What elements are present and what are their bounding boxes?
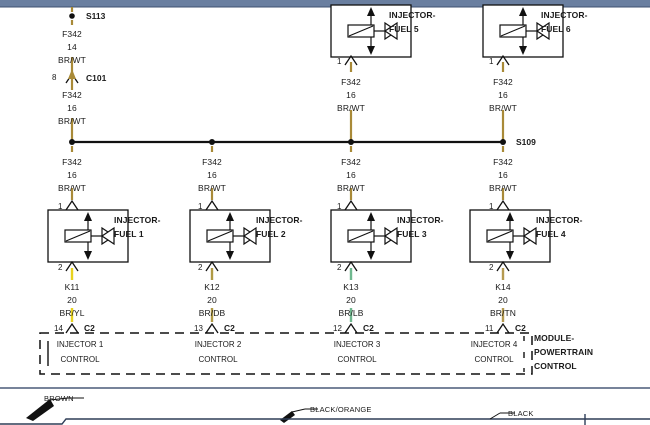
splice-label-s109: S109 (516, 137, 536, 147)
pcm-function-1-line1: INJECTOR 1 (56, 340, 104, 349)
connector-c101-label: C101 (86, 73, 107, 83)
wire-label-f342-14-circuit: F342 (62, 29, 82, 39)
pcm-function-4-line2: CONTROL (474, 355, 514, 364)
injector-fuel-2-pin-out: 2 (198, 263, 203, 272)
bus-feed-2-color: BR/WT (198, 183, 226, 193)
pcm-function-2-line2: CONTROL (198, 355, 238, 364)
wire-label-inj5-gauge: 16 (346, 90, 356, 100)
pcm-function-1-line2: CONTROL (60, 355, 100, 364)
pcm-pin-1: 14 (54, 324, 63, 333)
bus-feed-3-gauge: 16 (346, 170, 356, 180)
control-wire-1-gauge: 20 (67, 295, 77, 305)
wire-label-inj6-circuit: F342 (493, 77, 513, 87)
wire-label-f342-16l-circuit: F342 (62, 90, 82, 100)
wire-label-f342-14-gauge: 14 (67, 42, 77, 52)
bus-feed-4-gauge: 16 (498, 170, 508, 180)
pcm-function-4-line1: INJECTOR 4 (470, 340, 518, 349)
bus-feed-2-circuit: F342 (202, 157, 222, 167)
injector-fuel-2-label-1: INJECTOR- (256, 215, 303, 225)
injector-fuel-3-label-2: FUEL 3 (397, 229, 427, 239)
pcm-conn-4: C2 (515, 323, 526, 333)
pcm-function-3-line2: CONTROL (337, 355, 377, 364)
injector-fuel-3-pin-out: 2 (337, 263, 342, 272)
bus-feed-4-circuit: F342 (493, 157, 513, 167)
control-wire-3-color: BR/LB (338, 308, 364, 318)
pcm-conn-2: C2 (224, 323, 235, 333)
injector-fuel-1-label-1: INJECTOR- (114, 215, 161, 225)
connector-c101-pin: 8 (52, 73, 57, 82)
bus-feed-1-circuit: F342 (62, 157, 82, 167)
injector-fuel-1-pin-in: 1 (58, 202, 63, 211)
splice-dot-s109 (500, 139, 506, 145)
pcm-function-2-line1: INJECTOR 2 (194, 340, 242, 349)
bus-feed-2-gauge: 16 (207, 170, 217, 180)
legend-brown-label: BROWN (44, 394, 74, 403)
pcm-conn-1: C2 (84, 323, 95, 333)
splice-dot-s113 (69, 13, 75, 19)
wire-label-f342-14-color: BR/WT (58, 55, 86, 65)
pcm-pin-3: 12 (333, 324, 342, 333)
injector-fuel-5-label-2: FUEL 5 (389, 24, 419, 34)
injector-fuel-4-label-1: INJECTOR- (536, 215, 583, 225)
splice-dot-bus-1 (69, 139, 75, 145)
control-wire-2-gauge: 20 (207, 295, 217, 305)
injector-fuel-4-label-2: FUEL 4 (536, 229, 566, 239)
injector-fuel-4-pin-in: 1 (489, 202, 494, 211)
wire-label-inj6-gauge: 16 (498, 90, 508, 100)
control-wire-2-circuit: K12 (204, 282, 220, 292)
injector-fuel-6-label-1: INJECTOR- (541, 10, 588, 20)
wire-label-f342-16l-gauge: 16 (67, 103, 77, 113)
legend-black-label: BLACK (508, 409, 534, 418)
control-wire-2-color: BR/DB (198, 308, 226, 318)
splice-dot-bus-2 (209, 139, 215, 145)
control-wire-4-circuit: K14 (495, 282, 511, 292)
pcm-module-box (39, 332, 533, 375)
control-wire-4-gauge: 20 (498, 295, 508, 305)
top-header-bar (0, 0, 650, 7)
injector-fuel-5-label-1: INJECTOR- (389, 10, 436, 20)
wire-label-inj5-color: BR/WT (337, 103, 365, 113)
control-wire-4-color: BR/TN (490, 308, 516, 318)
pcm-pin-2: 13 (194, 324, 203, 333)
injector-fuel-6-pin-1: 1 (489, 57, 494, 66)
injector-fuel-2-label-2: FUEL 2 (256, 229, 286, 239)
legend-black-pointer (489, 412, 586, 425)
control-wire-3-circuit: K13 (343, 282, 359, 292)
bus-feed-1-color: BR/WT (58, 183, 86, 193)
wire-label-inj5-circuit: F342 (341, 77, 361, 87)
injector-fuel-2-pin-in: 1 (198, 202, 203, 211)
module-label-line1: MODULE- (534, 333, 575, 343)
legend-brown-pointer (0, 397, 120, 425)
control-wire-1-color: BR/YL (59, 308, 85, 318)
bus-feed-1-gauge: 16 (67, 170, 77, 180)
splice-dot-bus-3 (348, 139, 354, 145)
pcm-conn-3: C2 (363, 323, 374, 333)
pcm-pin-4: 11 (485, 324, 494, 333)
wire-label-inj6-color: BR/WT (489, 103, 517, 113)
injector-fuel-1-label-2: FUEL 1 (114, 229, 144, 239)
bus-feed-3-circuit: F342 (341, 157, 361, 167)
injector-fuel-6-label-2: FUEL 6 (541, 24, 571, 34)
bus-feed-4-color: BR/WT (489, 183, 517, 193)
legend-black-orange-label: BLACK/ORANGE (310, 405, 372, 414)
control-wire-3-gauge: 20 (346, 295, 356, 305)
bus-feed-3-color: BR/WT (337, 183, 365, 193)
injector-fuel-4-pin-out: 2 (489, 263, 494, 272)
pcm-function-3-line1: INJECTOR 3 (333, 340, 381, 349)
module-label-line3: CONTROL (534, 361, 577, 371)
splice-label-s113: S113 (86, 11, 106, 21)
injector-fuel-1-pin-out: 2 (58, 263, 63, 272)
injector-fuel-5-pin-1: 1 (337, 57, 342, 66)
legend-black-orange-pointer (120, 408, 650, 423)
wire-label-f342-16l-color: BR/WT (58, 116, 86, 126)
module-label-line2: POWERTRAIN (534, 347, 594, 357)
injector-fuel-3-pin-in: 1 (337, 202, 342, 211)
control-wire-1-circuit: K11 (64, 282, 80, 292)
injector-fuel-3-label-1: INJECTOR- (397, 215, 444, 225)
